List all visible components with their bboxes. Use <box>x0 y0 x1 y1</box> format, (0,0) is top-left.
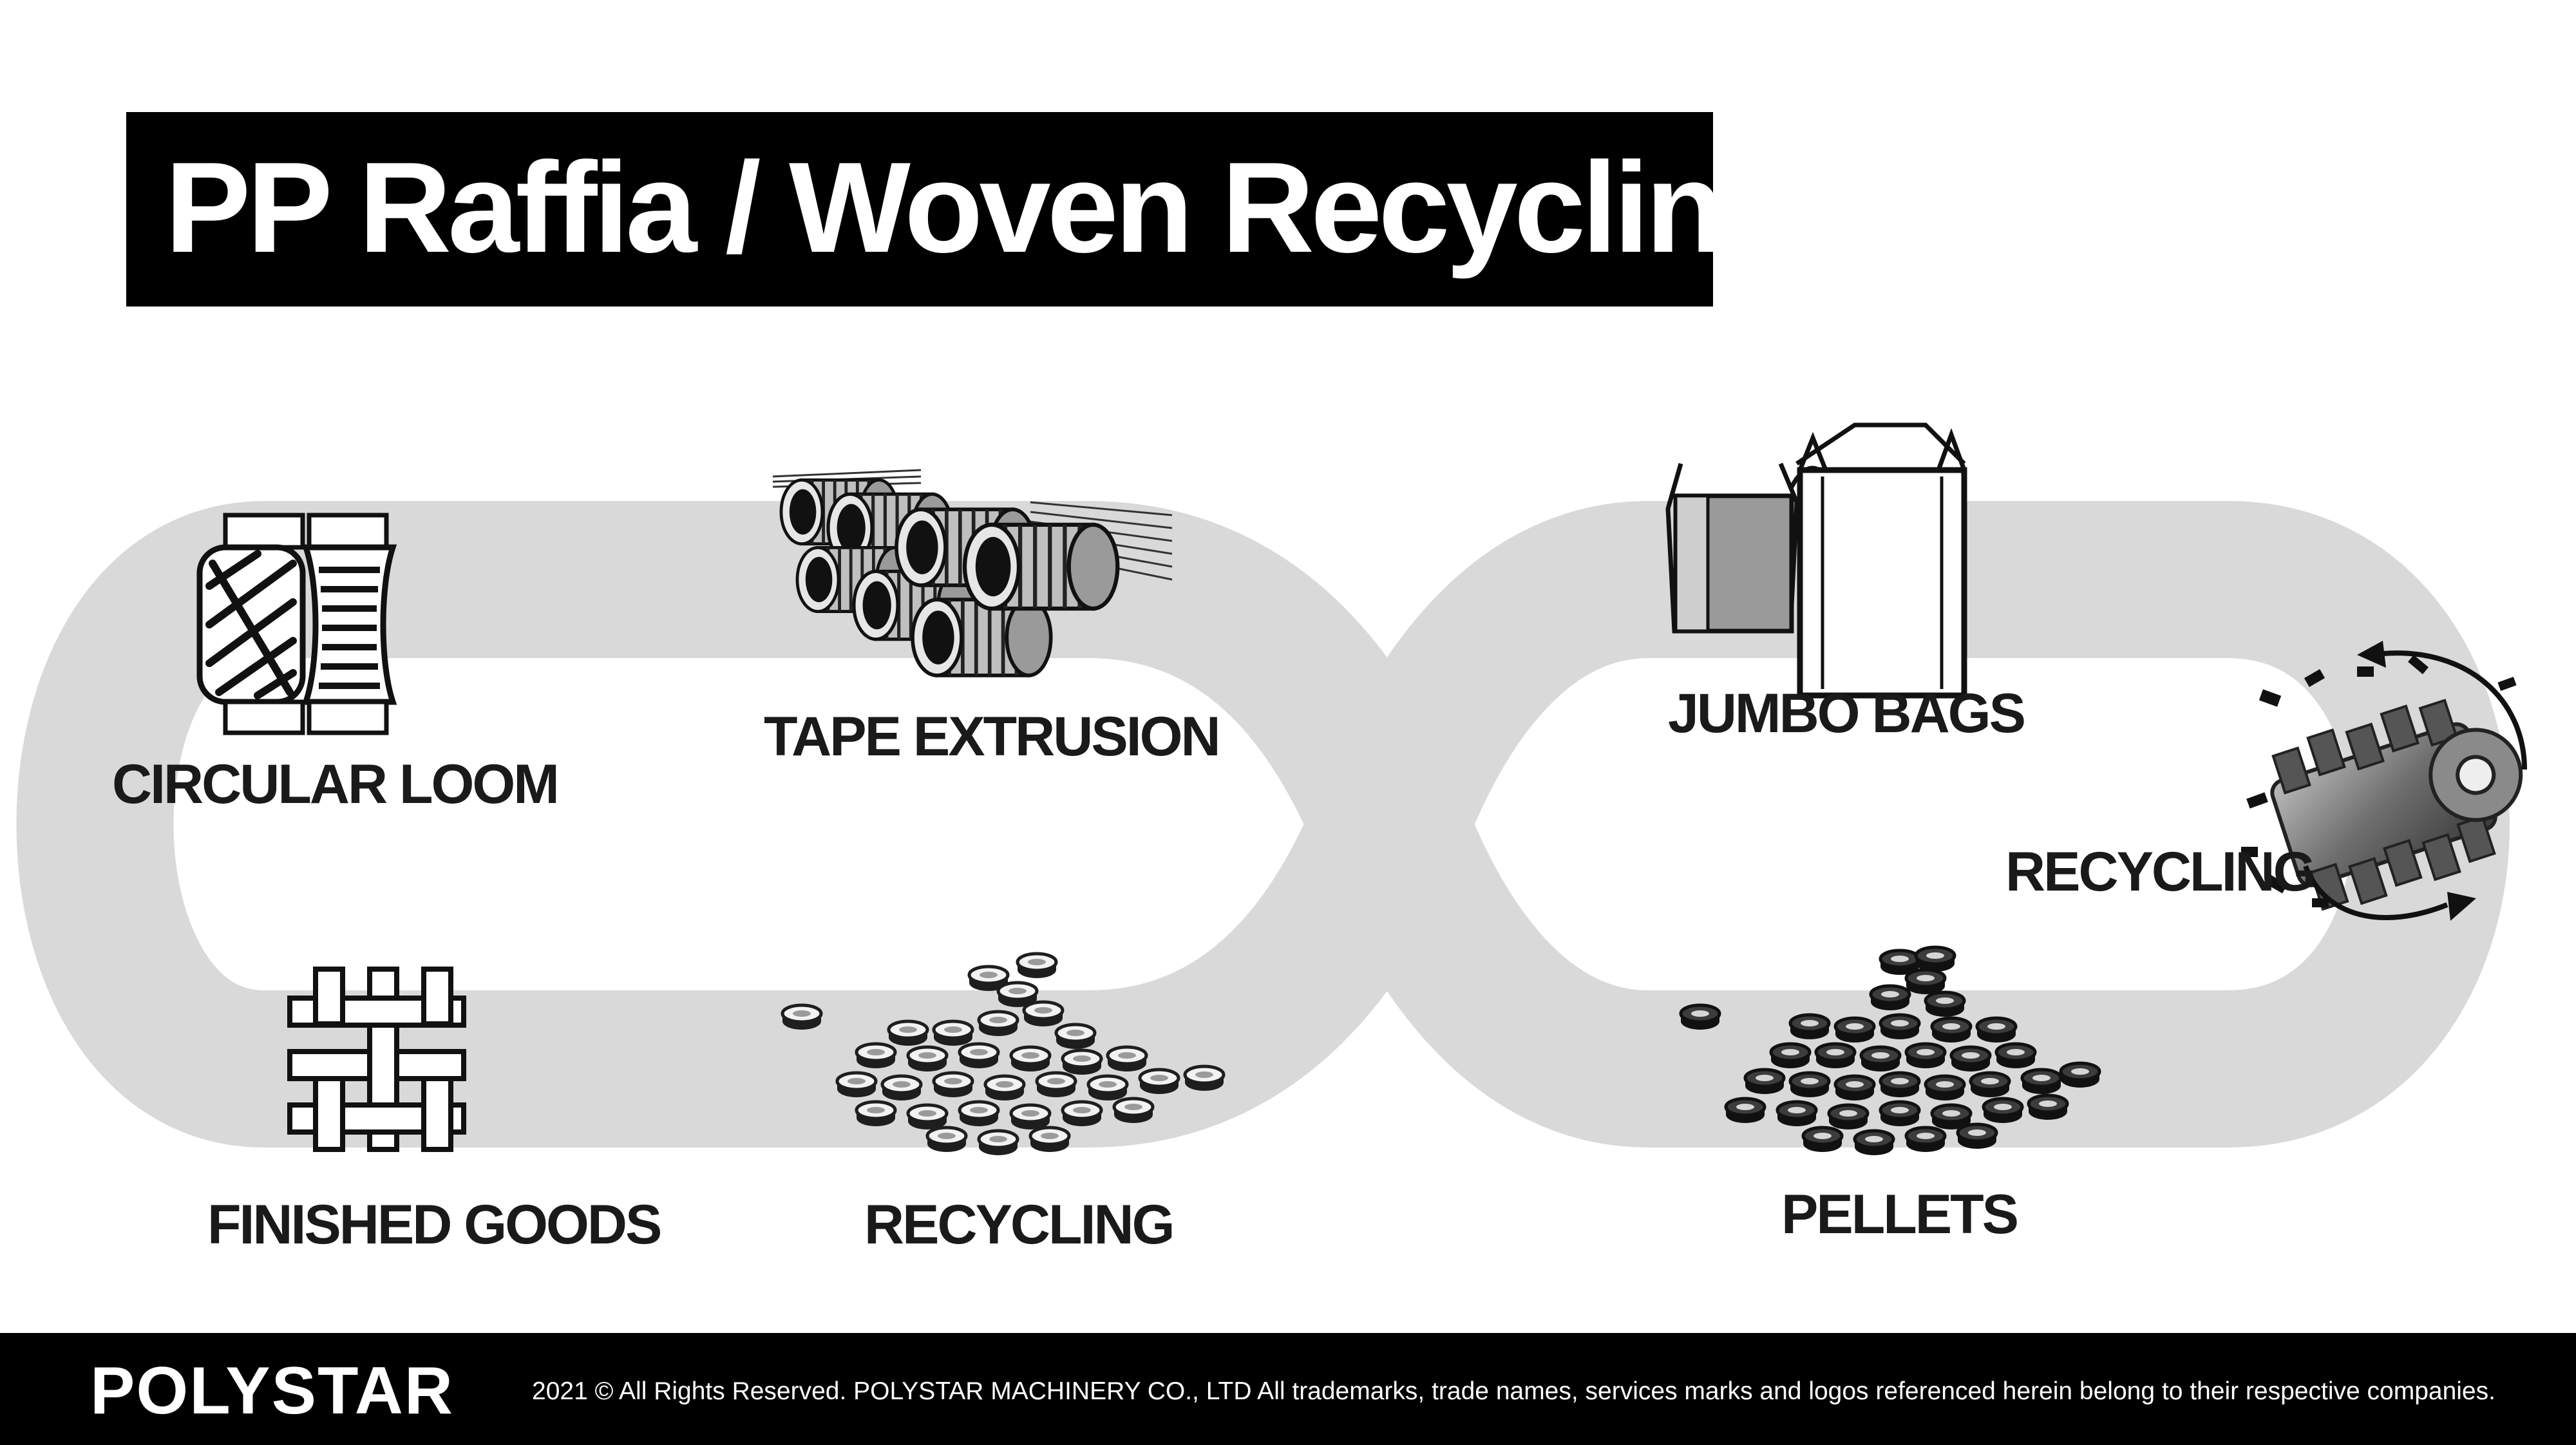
infinity-loop <box>16 501 2510 1148</box>
jumbo-bag-icon <box>1665 422 1967 699</box>
stage-label-finished-goods: FINISHED GOODS <box>207 1194 662 1256</box>
stage-label-tape-extrusion: TAPE EXTRUSION <box>764 706 1221 768</box>
polystar-logo: POLYSTAR <box>90 1354 454 1428</box>
tape-roll-icon <box>772 469 1173 675</box>
footer-bar: POLYSTAR 2021 © All Rights Reserved. POL… <box>0 1333 2576 1445</box>
shredder-icon <box>2241 641 2527 921</box>
stage-label-recycling-pellets: RECYCLING <box>864 1194 1175 1256</box>
stage-label-circular-loom: CIRCULAR LOOM <box>112 753 560 815</box>
copyright-notice: 2021 © All Rights Reserved. POLYSTAR MAC… <box>532 1377 2496 1405</box>
page-title: PP Raffia / Woven Recycling <box>165 136 1799 279</box>
woven-fabric-icon <box>287 967 466 1152</box>
stage-label-recycling-shred: RECYCLING <box>2005 841 2316 903</box>
spool-icon <box>196 513 397 735</box>
stage-label-pellets: PELLETS <box>1781 1184 2019 1245</box>
title-banner: PP Raffia / Woven Recycling <box>126 112 1799 307</box>
stage-label-jumbo-bags: JUMBO BAGS <box>1668 683 2026 744</box>
